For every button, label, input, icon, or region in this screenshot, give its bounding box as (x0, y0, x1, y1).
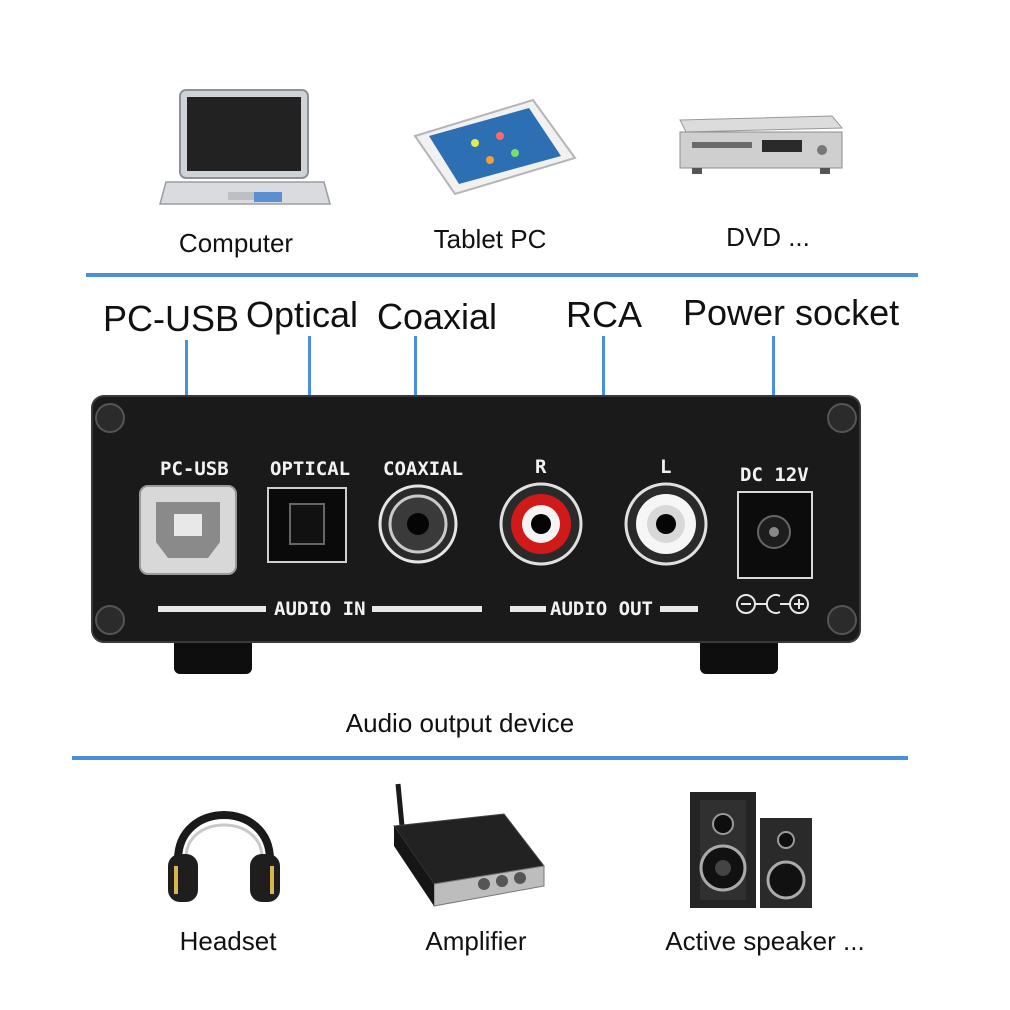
laptop-icon (158, 88, 333, 213)
output-label-speaker: Active speaker ... (665, 926, 865, 956)
panel-label-coaxial: COAXIAL (383, 458, 464, 480)
divider-bottom (72, 756, 908, 760)
panel-label-r: R (535, 456, 547, 478)
callout-coaxial: Coaxial (377, 296, 498, 337)
tablet-icon (405, 98, 585, 198)
amplifier-icon (384, 780, 554, 910)
callout-power: Power socket (683, 292, 900, 333)
headphones-icon (164, 780, 284, 910)
device-caption: Audio output device (345, 708, 575, 738)
dac-rear-panel (86, 392, 866, 682)
panel-label-optical: OPTICAL (270, 458, 351, 480)
source-label-tablet: Tablet PC (433, 224, 547, 254)
panel-label-dc: DC 12V (740, 464, 809, 486)
source-label-dvd: DVD ... (726, 222, 810, 252)
callout-optical: Optical (246, 294, 359, 335)
output-label-headset: Headset (179, 926, 277, 956)
divider-top (86, 273, 918, 277)
panel-label-audio-in: AUDIO IN (274, 598, 366, 620)
callout-pcusb: PC-USB (103, 298, 240, 339)
output-label-amplifier: Amplifier (425, 926, 527, 956)
dvd-player-icon (672, 110, 847, 180)
callout-rca: RCA (566, 294, 643, 335)
panel-label-l: L (660, 456, 672, 478)
speaker-icon (686, 788, 826, 912)
panel-label-audio-out: AUDIO OUT (550, 598, 653, 620)
source-label-computer: Computer (178, 228, 294, 258)
panel-label-pcusb: PC-USB (160, 458, 229, 480)
